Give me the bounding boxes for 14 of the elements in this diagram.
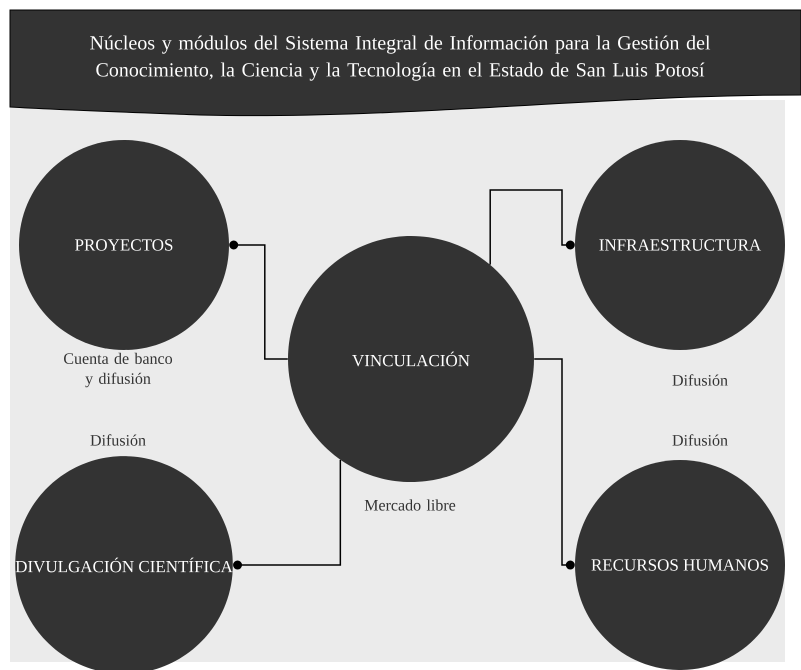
circle-node: INFRAESTRUCTURA	[575, 140, 785, 350]
connector	[489, 189, 575, 265]
circle-node: PROYECTOS	[19, 140, 229, 350]
title-banner: Núcleos y módulos del Sistema Integral de Información para la Gestión del Conocimiento, la Ciencia y la Tecnología en el Estado de San Luis Potosí	[10, 10, 801, 116]
node-caption: Difusión	[90, 434, 146, 446]
connector	[233, 460, 342, 570]
circle-node: RECURSOS HUMANOS	[575, 460, 785, 670]
node-caption: Mercado libre	[364, 499, 456, 511]
circle-node: VINCULACIÓN	[288, 236, 534, 482]
connector	[229, 240, 288, 360]
node-caption: Difusión	[672, 434, 728, 446]
node-caption: Difusión	[672, 374, 728, 386]
connector	[534, 358, 575, 570]
node-caption: Cuenta de banco y difusión	[64, 352, 172, 388]
